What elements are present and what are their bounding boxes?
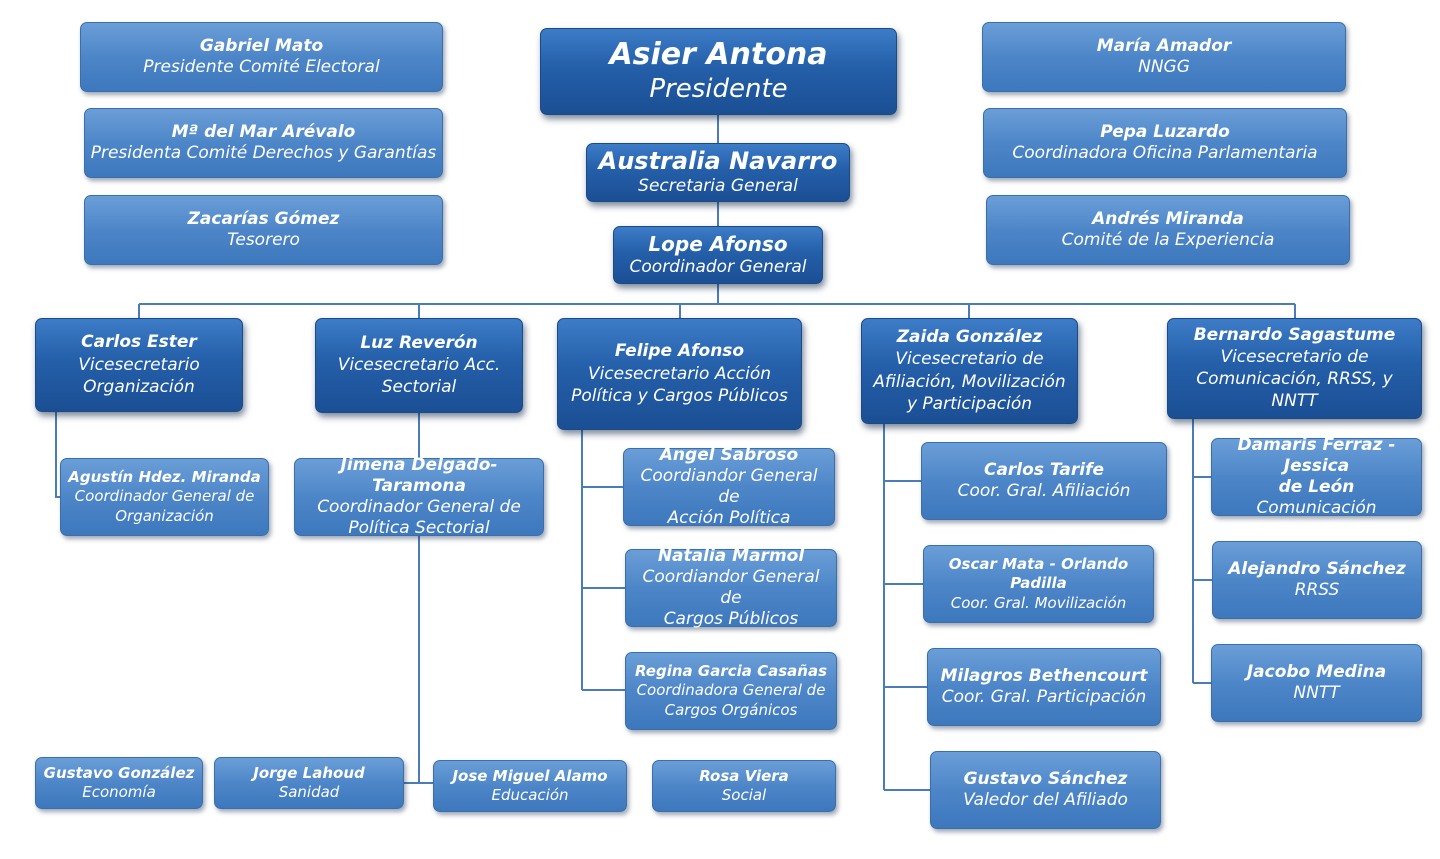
person-name: Carlos Tarife — [983, 459, 1105, 480]
person-name: Rosa Viera — [699, 766, 789, 785]
coordinator-box-participacion: Milagros Bethencourt Coor. Gral. Partici… — [927, 648, 1161, 726]
coordinator-box-comunicacion: Damaris Ferraz - Jessica de León Comunic… — [1211, 434, 1422, 519]
person-name: María Amador — [1096, 35, 1232, 56]
vice-box-sectorial: Luz Reverón Vicesecretario Acc. Sectoria… — [315, 318, 523, 413]
person-name: Jorge Lahoud — [253, 763, 365, 782]
person-role: Coordinadora Oficina Parlamentaria — [1012, 143, 1318, 163]
vice-box-comunicacion: Bernardo Sagastume Vicesecretario de Com… — [1167, 318, 1422, 419]
committee-box-nngg: María Amador NNGG — [982, 22, 1346, 92]
person-name: Oscar Mata - Orlando Padilla — [948, 554, 1129, 593]
person-name: Jacobo Medina — [1246, 661, 1387, 682]
person-role: Coor. Gral. Afiliación — [957, 481, 1131, 501]
person-name: Regina Garcia Casañas — [635, 661, 827, 680]
person-role: NNTT — [1293, 683, 1340, 703]
person-name: Pepa Luzardo — [1100, 121, 1230, 142]
person-role: Coordinadora General de Cargos Orgánicos — [636, 681, 826, 719]
coordinator-box-afiliacion: Carlos Tarife Coor. Gral. Afiliación — [921, 442, 1167, 520]
person-name: Zacarías Gómez — [187, 208, 340, 229]
committee-box-tesorero: Zacarías Gómez Tesorero — [84, 195, 443, 265]
committee-box-parlamentaria: Pepa Luzardo Coordinadora Oficina Parlam… — [983, 108, 1347, 178]
person-role: Vicesecretario de Comunicación, RRSS, y … — [1196, 346, 1393, 412]
vice-box-organizacion: Carlos Ester Vicesecretario Organización — [35, 318, 243, 412]
person-role: Coordiandor General de Acción Política — [640, 465, 818, 529]
person-role: Economía — [82, 783, 156, 801]
person-role: Coordinador General de Organización — [74, 487, 255, 525]
person-name: Natalia Marmol — [657, 545, 805, 566]
person-name: Lope Afonso — [648, 231, 788, 256]
person-name: Luz Reverón — [360, 332, 478, 353]
person-name: Bernardo Sagastume — [1193, 324, 1396, 345]
person-role: Presidenta Comité Derechos y Garantías — [90, 143, 437, 163]
committee-box-experiencia: Andrés Miranda Comité de la Experiencia — [986, 195, 1350, 265]
person-name: Zaida González — [896, 327, 1043, 348]
person-name: Gustavo Sánchez — [963, 768, 1128, 789]
area-box-educacion: Jose Miguel Alamo Educación — [433, 760, 627, 812]
person-role: Coor. Gral. Participación — [941, 687, 1147, 707]
secretary-general-box: Australia Navarro Secretaria General — [586, 143, 850, 202]
person-role: Tesorero — [227, 230, 300, 250]
coordinator-box-sectorial: Jimena Delgado-Taramona Coordinador Gene… — [294, 454, 544, 538]
person-name: Alejandro Sánchez — [1228, 558, 1406, 579]
person-name: Gabriel Mato — [199, 35, 324, 56]
person-name: Australia Navarro — [598, 147, 838, 176]
coordinator-box-movilizacion: Oscar Mata - Orlando Padilla Coor. Gral.… — [923, 545, 1154, 623]
person-role: Coordinador General de Política Sectoria… — [317, 497, 521, 539]
area-box-social: Rosa Viera Social — [652, 760, 836, 812]
area-box-sanidad: Jorge Lahoud Sanidad — [214, 757, 404, 809]
person-name: Carlos Ester — [81, 332, 197, 353]
person-role: Sanidad — [278, 783, 340, 801]
general-coordinator-box: Lope Afonso Coordinador General — [613, 226, 823, 284]
person-name: Asier Antona — [609, 37, 828, 73]
area-box-economia: Gustavo González Economía — [35, 757, 203, 809]
person-name: Milagros Bethencourt — [940, 665, 1148, 686]
coordinator-box-organizacion: Agustín Hdez. Miranda Coordinador Genera… — [60, 458, 269, 536]
person-role: Vicesecretario de Afiliación, Movilizaci… — [873, 349, 1066, 414]
president-box: Asier Antona Presidente — [540, 28, 897, 115]
person-role: Vicesecretario Acción Política y Cargos … — [571, 363, 788, 406]
person-role: Educación — [491, 786, 569, 804]
committee-box-derechos: Mª del Mar Arévalo Presidenta Comité Der… — [84, 108, 443, 178]
person-role: NNGG — [1138, 57, 1190, 77]
person-role: Comunicación — [1256, 498, 1377, 519]
person-role: Presidente Comité Electoral — [143, 57, 380, 77]
coordinator-box-cargos-organicos: Regina Garcia Casañas Coordinadora Gener… — [625, 652, 837, 730]
vice-box-afiliacion: Zaida González Vicesecretario de Afiliac… — [861, 318, 1078, 424]
person-role: Vicesecretario Organización — [78, 354, 200, 397]
connector-line — [55, 412, 60, 498]
person-name: Mª del Mar Arévalo — [171, 121, 356, 142]
person-role: RRSS — [1294, 580, 1340, 600]
person-role: Coordinador General — [629, 256, 807, 277]
person-role: Coordiandor General de Cargos Públicos — [642, 566, 820, 630]
coordinator-box-nntt: Jacobo Medina NNTT — [1211, 644, 1422, 722]
person-name: Felipe Afonso — [614, 341, 745, 362]
person-role: Vicesecretario Acc. Sectorial — [337, 355, 501, 398]
committee-box-electoral: Gabriel Mato Presidente Comité Electoral — [80, 22, 443, 92]
person-name: Angel Sabroso — [659, 444, 799, 465]
person-role: Presidente — [649, 74, 788, 105]
person-role: Coor. Gral. Movilización — [950, 593, 1127, 612]
person-role: Secretaria General — [638, 176, 798, 197]
person-name: Damaris Ferraz - Jessica de León — [1237, 434, 1396, 498]
person-name: Agustín Hdez. Miranda — [68, 467, 261, 486]
person-name: Jose Miguel Alamo — [452, 766, 608, 785]
person-role: Social — [721, 786, 767, 804]
coordinator-box-valedor: Gustavo Sánchez Valedor del Afiliado — [930, 751, 1161, 829]
vice-box-accion-politica: Felipe Afonso Vicesecretario Acción Polí… — [557, 318, 802, 430]
coordinator-box-cargos-publicos: Natalia Marmol Coordiandor General de Ca… — [625, 545, 837, 629]
person-name: Gustavo González — [43, 763, 195, 782]
person-name: Jimena Delgado-Taramona — [340, 454, 498, 496]
person-role: Comité de la Experiencia — [1061, 230, 1275, 250]
person-role: Valedor del Afiliado — [963, 790, 1128, 810]
coordinator-box-accion-politica: Angel Sabroso Coordiandor General de Acc… — [623, 444, 835, 528]
person-name: Andrés Miranda — [1092, 208, 1244, 229]
coordinator-box-rrss: Alejandro Sánchez RRSS — [1212, 541, 1422, 619]
